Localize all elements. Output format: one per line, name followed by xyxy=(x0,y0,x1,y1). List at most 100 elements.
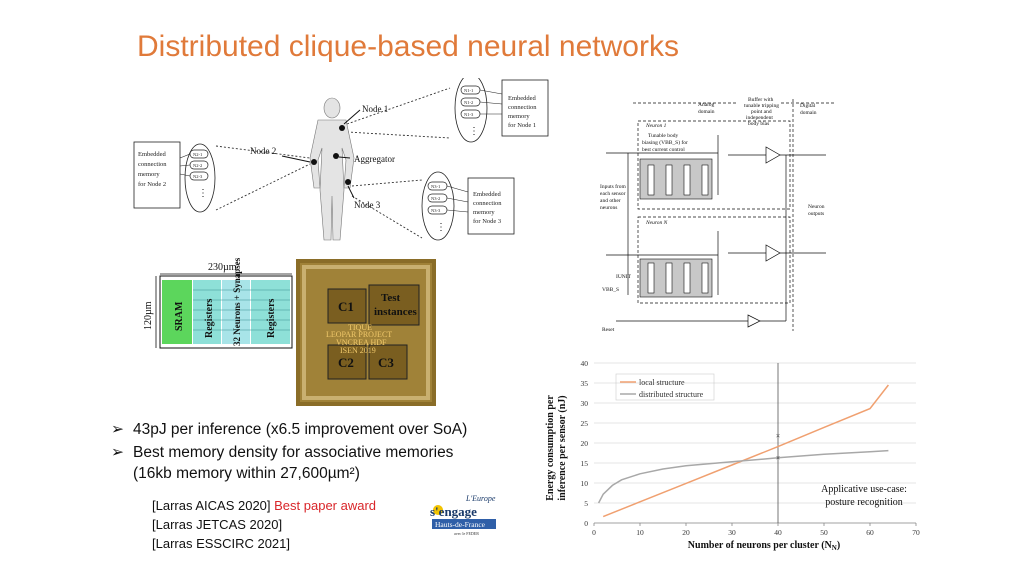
c2-label: C2 xyxy=(338,355,354,370)
reference-3: [Larras ESSCIRC 2021] xyxy=(152,536,290,551)
analog-2: domain xyxy=(698,109,715,115)
chart-grid xyxy=(593,362,917,526)
reference-2: [Larras JETCAS 2020] xyxy=(152,517,282,532)
mem2-l1: Embedded xyxy=(138,151,167,158)
buffer-1: Buffer with xyxy=(748,96,774,103)
x-tick-label: 0 xyxy=(592,528,596,537)
buffer-5: body bias xyxy=(748,121,769,127)
node3-label: Node 3 xyxy=(354,200,381,210)
node2-dot xyxy=(311,159,317,165)
annotation-1: Applicative use-case: xyxy=(821,484,907,495)
die-photo: C1 Test instances C2 C3 TIQUE LEOPAR PRO… xyxy=(296,259,436,406)
neurons-label: 32 Neurons + Synapses xyxy=(232,258,242,346)
y-tick-label: 0 xyxy=(584,519,588,528)
reset-label: Reset xyxy=(602,327,615,333)
y-tick-label: 5 xyxy=(584,499,588,508)
sram-label: SRAM xyxy=(174,301,185,331)
y-tick-label: 15 xyxy=(581,459,589,468)
overlay-1: TIQUE xyxy=(348,323,372,332)
x-tick-label: 40 xyxy=(774,528,782,537)
y-axis-label-2: inference per sensor (nJ) xyxy=(557,395,568,500)
x-tick-label: 10 xyxy=(636,528,644,537)
test-label-2: instances xyxy=(374,306,418,318)
neuronN-label: Neuron N xyxy=(645,220,668,226)
vbb-label: VBB_S xyxy=(602,287,619,293)
n3-3: N3-3 xyxy=(431,208,441,213)
best-paper-award: Best paper award xyxy=(274,498,377,513)
legend-label-1: distributed structure xyxy=(639,390,704,399)
mem2-text: Embedded connection memory for Node 2 xyxy=(138,151,167,188)
aggregator-label: Aggregator xyxy=(354,154,395,164)
mem2-l3: memory xyxy=(138,171,160,178)
logo-region: Hauts-de-France xyxy=(435,520,486,529)
tunable-1: Tunable body xyxy=(648,133,678,139)
registers-block-left xyxy=(193,280,221,344)
logo-fund: avec le FEDER xyxy=(454,531,479,536)
bullet-2: ➢ Best memory density for associative mem… xyxy=(111,443,453,462)
node1-label: Node 1 xyxy=(362,104,388,114)
aggregator-dot xyxy=(333,153,339,159)
n2-2: N2-2 xyxy=(193,163,202,168)
n1-2: N1-2 xyxy=(464,100,473,105)
reference-3-text: [Larras ESSCIRC 2021] xyxy=(152,536,291,551)
node2-label: Node 2 xyxy=(250,146,276,156)
y-tick-label: 30 xyxy=(581,399,589,408)
mem1-l1: Embedded xyxy=(508,95,537,102)
c3-label: C3 xyxy=(378,355,394,370)
bullet-2-text: Best memory density for associative memo… xyxy=(133,444,454,461)
arrow-bullet-icon: ➢ xyxy=(111,444,124,461)
svg-text:⋮: ⋮ xyxy=(469,126,479,137)
neurons-block xyxy=(222,280,250,344)
mem3-l3: memory xyxy=(473,209,495,216)
y-tick-label: 20 xyxy=(581,439,589,448)
width-label: 230µm xyxy=(208,262,237,273)
n3-2: N3-2 xyxy=(431,196,440,201)
c1-label: C1 xyxy=(338,299,354,314)
inputs-2: each sensor xyxy=(600,191,626,197)
tunable-3: best current control xyxy=(642,147,685,153)
n2-1: N2-1 xyxy=(193,152,202,157)
bullet-1-text: 43pJ per inference (x6.5 improvement ove… xyxy=(133,421,468,438)
series-line-0 xyxy=(602,384,889,518)
registers-block-right xyxy=(251,280,290,344)
n3-1: N3-1 xyxy=(431,184,440,189)
tunable-2: biasing (VBB_S) for xyxy=(642,139,688,146)
mem3-l2: connection xyxy=(473,200,502,207)
mem1-l4: for Node 1 xyxy=(508,122,536,129)
chart-legend: local structure distributed structure xyxy=(615,373,715,401)
x-tick-label: 70 xyxy=(912,528,920,537)
legend-box xyxy=(615,373,715,401)
buffer-4: independent xyxy=(746,115,773,121)
y-tick-label: 35 xyxy=(581,379,589,388)
series-line-1 xyxy=(597,449,889,504)
n1-3: N1-3 xyxy=(464,112,474,117)
reference-1-text: [Larras AICAS 2020] xyxy=(152,498,271,513)
iunit-label: IUNIT xyxy=(616,274,632,280)
mem1-l2: connection xyxy=(508,104,537,111)
digital-2: domain xyxy=(800,110,817,116)
test-label-1: Test xyxy=(381,292,400,304)
n2-3: N2-3 xyxy=(193,174,203,179)
height-label: 120µm xyxy=(143,301,154,330)
x-tick-label: 60 xyxy=(866,528,874,537)
registers-label-left: Registers xyxy=(204,298,215,338)
inputs-1: Inputs from xyxy=(600,183,627,190)
body-sensor-network-diagram: Embedded connection memory for Node 2 N2… xyxy=(133,78,549,241)
chart-series: ×× xyxy=(597,384,889,518)
point-marker-1: × xyxy=(776,453,781,462)
logo-word: s'engage xyxy=(430,504,477,519)
svg-text:⋮: ⋮ xyxy=(198,188,208,199)
human-figure-icon xyxy=(309,97,355,241)
reference-2-text: [Larras JETCAS 2020] xyxy=(152,517,283,532)
europe-hdf-logo: L'Europe s'engage Hauts-de-France avec l… xyxy=(430,494,496,536)
inputs-3: and other xyxy=(600,198,621,204)
chip-layout-diagram: 230µm 120µm SRAM Registers 32 Neurons + … xyxy=(143,258,293,349)
legend-label-0: local structure xyxy=(639,378,685,387)
x-tick-label: 30 xyxy=(728,528,736,537)
n1-1: N1-1 xyxy=(464,88,473,93)
overlay-2: LEOPAR PROJECT xyxy=(326,330,392,339)
annotation-2: posture recognition xyxy=(825,497,902,508)
point-marker-0: × xyxy=(776,431,781,440)
registers-label-right: Registers xyxy=(266,298,277,338)
